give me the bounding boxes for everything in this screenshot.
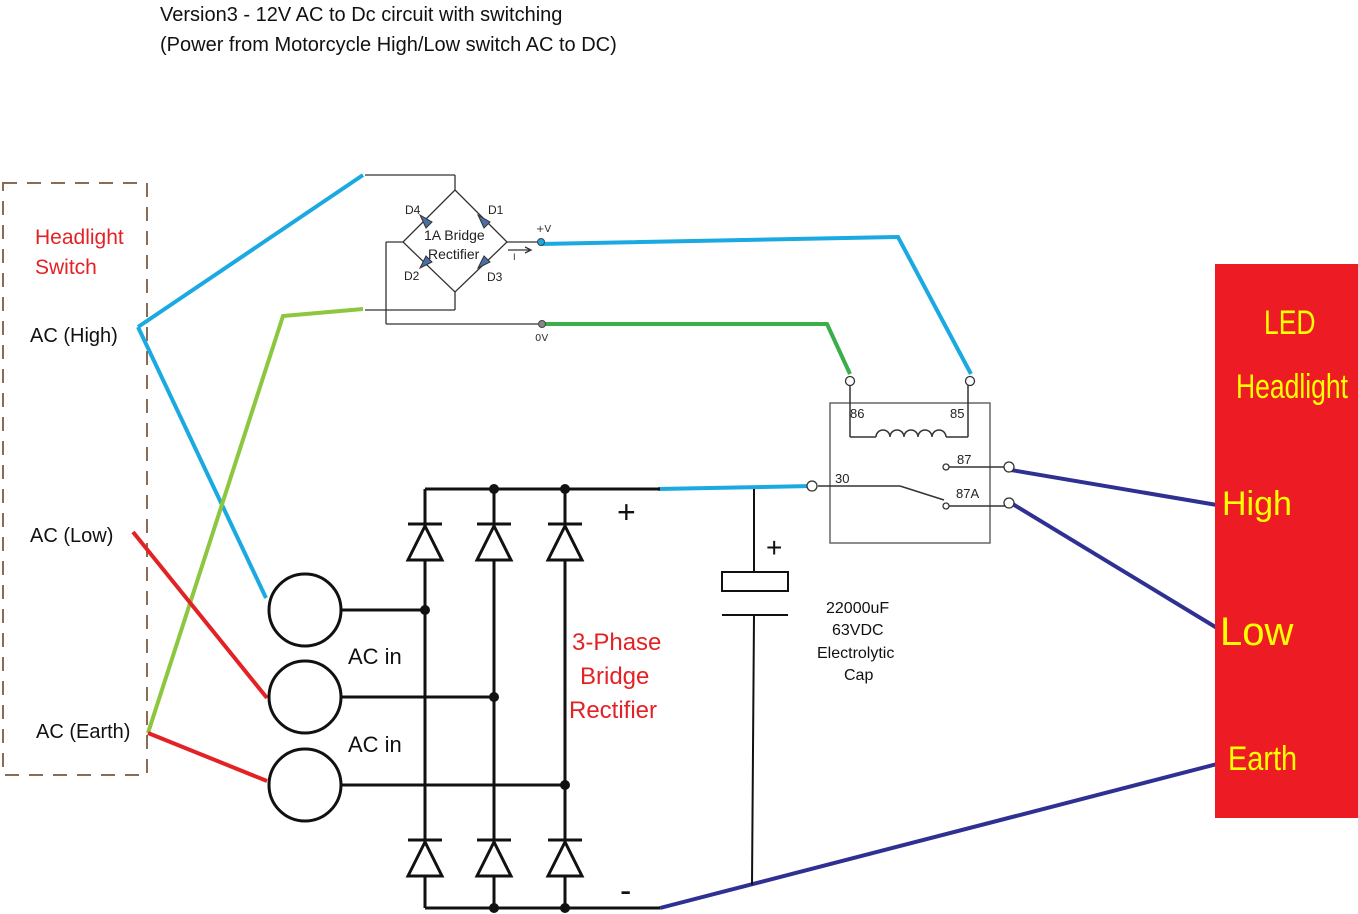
bridge-ground-label: 0V (535, 333, 548, 344)
bridge-label-2: Rectifier (428, 246, 480, 262)
headlight-switch-label-2: Switch (35, 256, 97, 279)
upper-diode-1-icon (405, 522, 445, 562)
bridge-pos-label: +V (536, 224, 551, 235)
led-input-high: High (1222, 485, 1292, 523)
capacitor: + 22000uF 63VDC Electrolytic Cap (721, 489, 894, 886)
wire-pos-rail-to-relay-30 (657, 484, 813, 491)
wire-high-to-bridge (136, 173, 365, 329)
led-headlight-title-2: Headlight (1236, 368, 1348, 406)
lower-diode-3-icon (545, 838, 585, 878)
led-headlight-title-1: LED (1264, 304, 1316, 342)
relay-pin-87a: 87A (956, 486, 979, 501)
three-phase-label-1: 3-Phase (572, 629, 661, 656)
headlight-switch-label-1: Headlight (35, 226, 124, 249)
upper-diode-3-icon (545, 522, 585, 562)
lower-diode-1-icon (405, 838, 445, 878)
diode-d2-icon (418, 255, 433, 270)
terminal-ac-high: AC (High) (30, 325, 118, 347)
ac-in-coil-1-icon (267, 572, 343, 648)
led-input-low: Low (1220, 610, 1293, 654)
relay-pin-30: 30 (835, 471, 849, 486)
wire-neg-rail-to-earth (659, 760, 1226, 910)
diode-d4-icon (418, 213, 433, 229)
capacitor-polarity: + (766, 532, 782, 563)
relay: 86 85 87 30 87A (806, 375, 1015, 544)
capacitor-label-3: Electrolytic (817, 645, 894, 662)
ac-in-coil-2-icon (267, 659, 343, 735)
wire-bridge-pos-to-relay-85 (539, 234, 973, 375)
relay-pin-85: 85 (950, 406, 964, 421)
relay-pin-87: 87 (957, 452, 971, 467)
pos-rail-label: + (617, 494, 636, 530)
three-phase-rectifier: AC in AC in 3-Phase Bridge Rectifier + - (267, 484, 661, 913)
led-headlight-panel (1215, 264, 1358, 818)
title-line-1: Version3 - 12V AC to Dc circuit with swi… (160, 4, 562, 26)
capacitor-label-4: Cap (844, 667, 873, 684)
diode-d1-icon (476, 213, 491, 229)
wire-relay-87a-to-low (1009, 501, 1219, 630)
diode-d3-label: D3 (487, 270, 503, 284)
wire-relay-87-to-high (1010, 468, 1218, 507)
ac-in-label-2: AC in (348, 732, 402, 757)
wire-earth-to-bridge (146, 307, 364, 734)
bridge-label-1: 1A Bridge (424, 227, 485, 243)
diode-d3-icon (476, 255, 491, 270)
led-input-earth: Earth (1228, 739, 1297, 778)
headlight-switch-box (2, 182, 148, 776)
wire-earth-to-ac-in-3 (147, 731, 268, 783)
wire-low-to-ac-in-2 (131, 530, 269, 700)
diode-d2-label: D2 (404, 269, 420, 283)
bridge-rectifier-1a: D4 D1 D2 D3 1A Bridge Rectifier +V I 0V (365, 174, 551, 344)
diode-d1-label: D1 (488, 203, 504, 217)
terminal-ac-low: AC (Low) (30, 525, 113, 547)
ac-in-label-1: AC in (348, 644, 402, 669)
diode-d4-label: D4 (405, 203, 421, 217)
relay-pin-86: 86 (850, 406, 864, 421)
led-headlight: LED Headlight High Low Earth (1215, 264, 1358, 818)
wire-high-to-ac-in-1 (136, 326, 268, 599)
ac-in-coil-3-icon (267, 747, 343, 823)
neg-rail-label: - (620, 872, 631, 910)
wire-bridge-ground-to-relay-86 (542, 322, 852, 375)
lower-diode-2-icon (474, 838, 514, 878)
bridge-current-label: I (513, 253, 516, 263)
three-phase-label-2: Bridge (580, 663, 649, 690)
capacitor-label-2: 63VDC (832, 622, 884, 639)
upper-diode-2-icon (474, 522, 514, 562)
capacitor-label-1: 22000uF (826, 600, 889, 617)
terminal-ac-earth: AC (Earth) (36, 721, 130, 743)
three-phase-label-3: Rectifier (569, 697, 657, 724)
title-line-2: (Power from Motorcycle High/Low switch A… (160, 34, 617, 56)
